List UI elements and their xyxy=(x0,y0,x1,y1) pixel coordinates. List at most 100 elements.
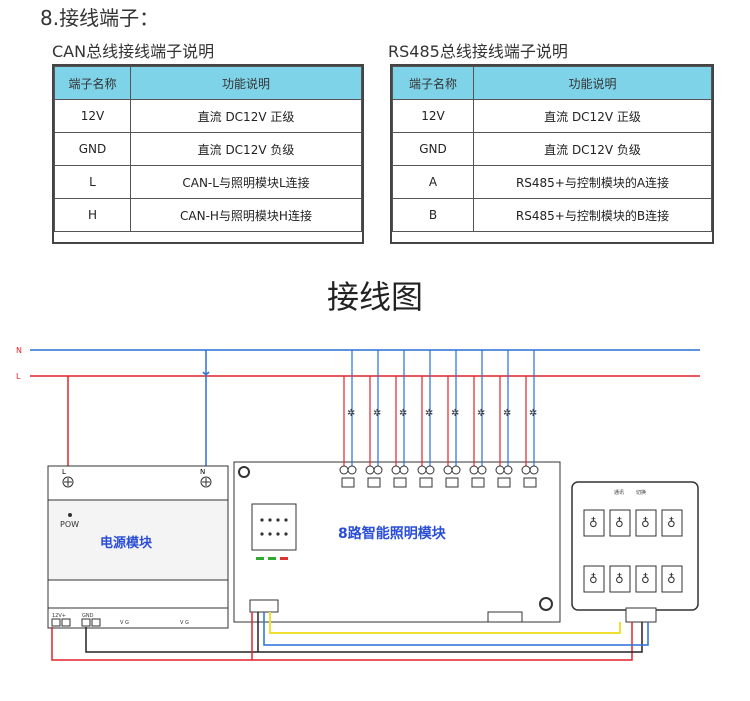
terminal-icon xyxy=(451,465,461,475)
wire-gnd-black xyxy=(85,622,643,653)
table-cell: CAN-L与照明模块L连接 xyxy=(130,165,362,199)
terminal-icon xyxy=(347,465,357,475)
panel-button[interactable] xyxy=(609,565,631,593)
terminal-icon xyxy=(521,465,531,475)
table-cell: GND xyxy=(54,132,131,166)
lamp-icon: ✲ xyxy=(347,408,355,419)
lamp-icon: ✲ xyxy=(451,408,459,419)
terminal-block xyxy=(523,477,537,488)
rs485-table-title: RS485总线接线端子说明 xyxy=(388,42,568,61)
diagram-title: 接线图 xyxy=(326,278,423,316)
table-cell: 直流 DC12V 正级 xyxy=(473,99,712,133)
pow-label: POW xyxy=(60,520,79,529)
terminal-icon xyxy=(443,465,453,475)
wire-bus-blue xyxy=(263,612,649,646)
bulb-icon: ♁ xyxy=(667,516,676,530)
panel-button[interactable] xyxy=(609,509,631,537)
power-term-vg-label-2: V G xyxy=(180,620,189,626)
wire-12v-red xyxy=(51,622,633,661)
terminal-block xyxy=(445,477,459,488)
power-term-l-label: L xyxy=(62,468,66,476)
table-cell: H xyxy=(54,198,131,232)
table-cell: B xyxy=(392,198,474,232)
terminal-icon xyxy=(503,465,513,475)
terminal-block xyxy=(393,477,407,488)
power-term-vg-label-1: V G xyxy=(120,620,129,626)
panel-button[interactable] xyxy=(635,565,657,593)
wire-bus-yellow xyxy=(269,612,621,634)
terminal-icon xyxy=(417,465,427,475)
terminal-icon xyxy=(399,465,409,475)
terminal-icon xyxy=(365,465,375,475)
panel-button[interactable] xyxy=(583,565,605,593)
column-header: 端子名称 xyxy=(392,66,474,100)
table-header-row: 端子名称 功能说明 xyxy=(54,66,362,100)
table-cell: 直流 DC12V 负级 xyxy=(130,132,362,166)
panel-label-comm: 通讯 xyxy=(614,489,624,496)
lighting-module-label: 8路智能照明模块 xyxy=(338,525,447,542)
pow-led-icon xyxy=(68,513,72,517)
table-cell: 12V xyxy=(392,99,474,133)
live-line-label: L xyxy=(16,372,21,381)
power-term-n-label: N xyxy=(200,468,205,476)
can-table-title: CAN总线接线端子说明 xyxy=(52,42,215,61)
terminal-icon xyxy=(477,465,487,475)
terminal-block xyxy=(497,477,511,488)
bulb-icon: ♁ xyxy=(589,572,598,586)
table-cell: CAN-H与照明模块H连接 xyxy=(130,198,362,232)
lamp-icon: ✲ xyxy=(503,408,511,419)
terminal-icon xyxy=(529,465,539,475)
lamp-icon: ✲ xyxy=(399,408,407,419)
table-cell: RS485+与控制模块的B连接 xyxy=(473,198,712,232)
bulb-icon: ♁ xyxy=(641,572,650,586)
terminal-block xyxy=(471,477,485,488)
terminal-icon xyxy=(339,465,349,475)
terminal-icon xyxy=(373,465,383,475)
control-panel: 通讯 切换 xyxy=(571,481,699,623)
terminal-block xyxy=(419,477,433,488)
bulb-icon: ♁ xyxy=(667,572,676,586)
panel-button[interactable] xyxy=(661,509,683,537)
table-cell: 直流 DC12V 负级 xyxy=(473,132,712,166)
bulb-icon: ♁ xyxy=(615,516,624,530)
lamp-icon: ✲ xyxy=(373,408,381,419)
bulb-icon: ♁ xyxy=(589,516,598,530)
neutral-line-label: N xyxy=(16,346,22,355)
terminal-block xyxy=(367,477,381,488)
column-header: 功能说明 xyxy=(130,66,362,100)
power-term-12v-label: 12V+ xyxy=(52,613,66,619)
power-module-label: 电源模块 xyxy=(100,535,153,551)
terminal-block xyxy=(341,477,355,488)
lamp-icon: ✲ xyxy=(477,408,485,419)
lamp-icon: ✲ xyxy=(425,408,433,419)
power-term-gnd-label: GND xyxy=(82,613,94,619)
bulb-icon: ♁ xyxy=(615,572,624,586)
terminal-icon xyxy=(425,465,435,475)
panel-button[interactable] xyxy=(583,509,605,537)
column-header: 功能说明 xyxy=(473,66,712,100)
panel-button[interactable] xyxy=(661,565,683,593)
power-module: L N POW 电源模块 12V+ GND V G V G xyxy=(47,465,229,629)
panel-button[interactable] xyxy=(635,509,657,537)
wire-crossover xyxy=(202,371,210,375)
panel-buttons: ♁ ♁ ♁ ♁ ♁ ♁ ♁ ♁ xyxy=(583,509,683,593)
table-header-row: 端子名称 功能说明 xyxy=(392,66,712,100)
lighting-module: 8路智能照明模块 xyxy=(233,461,561,623)
lamp-icon: ✲ xyxy=(529,408,537,419)
section-title: 8.接线端子： xyxy=(40,6,160,30)
terminal-icon xyxy=(469,465,479,475)
bulb-icon: ♁ xyxy=(641,516,650,530)
panel-label-switch: 切换 xyxy=(636,489,646,496)
lighting-channels: ✲ ✲ ✲ ✲ ✲ ✲ ✲ ✲ xyxy=(339,350,539,488)
table-cell: RS485+与控制模块的A连接 xyxy=(473,165,712,199)
